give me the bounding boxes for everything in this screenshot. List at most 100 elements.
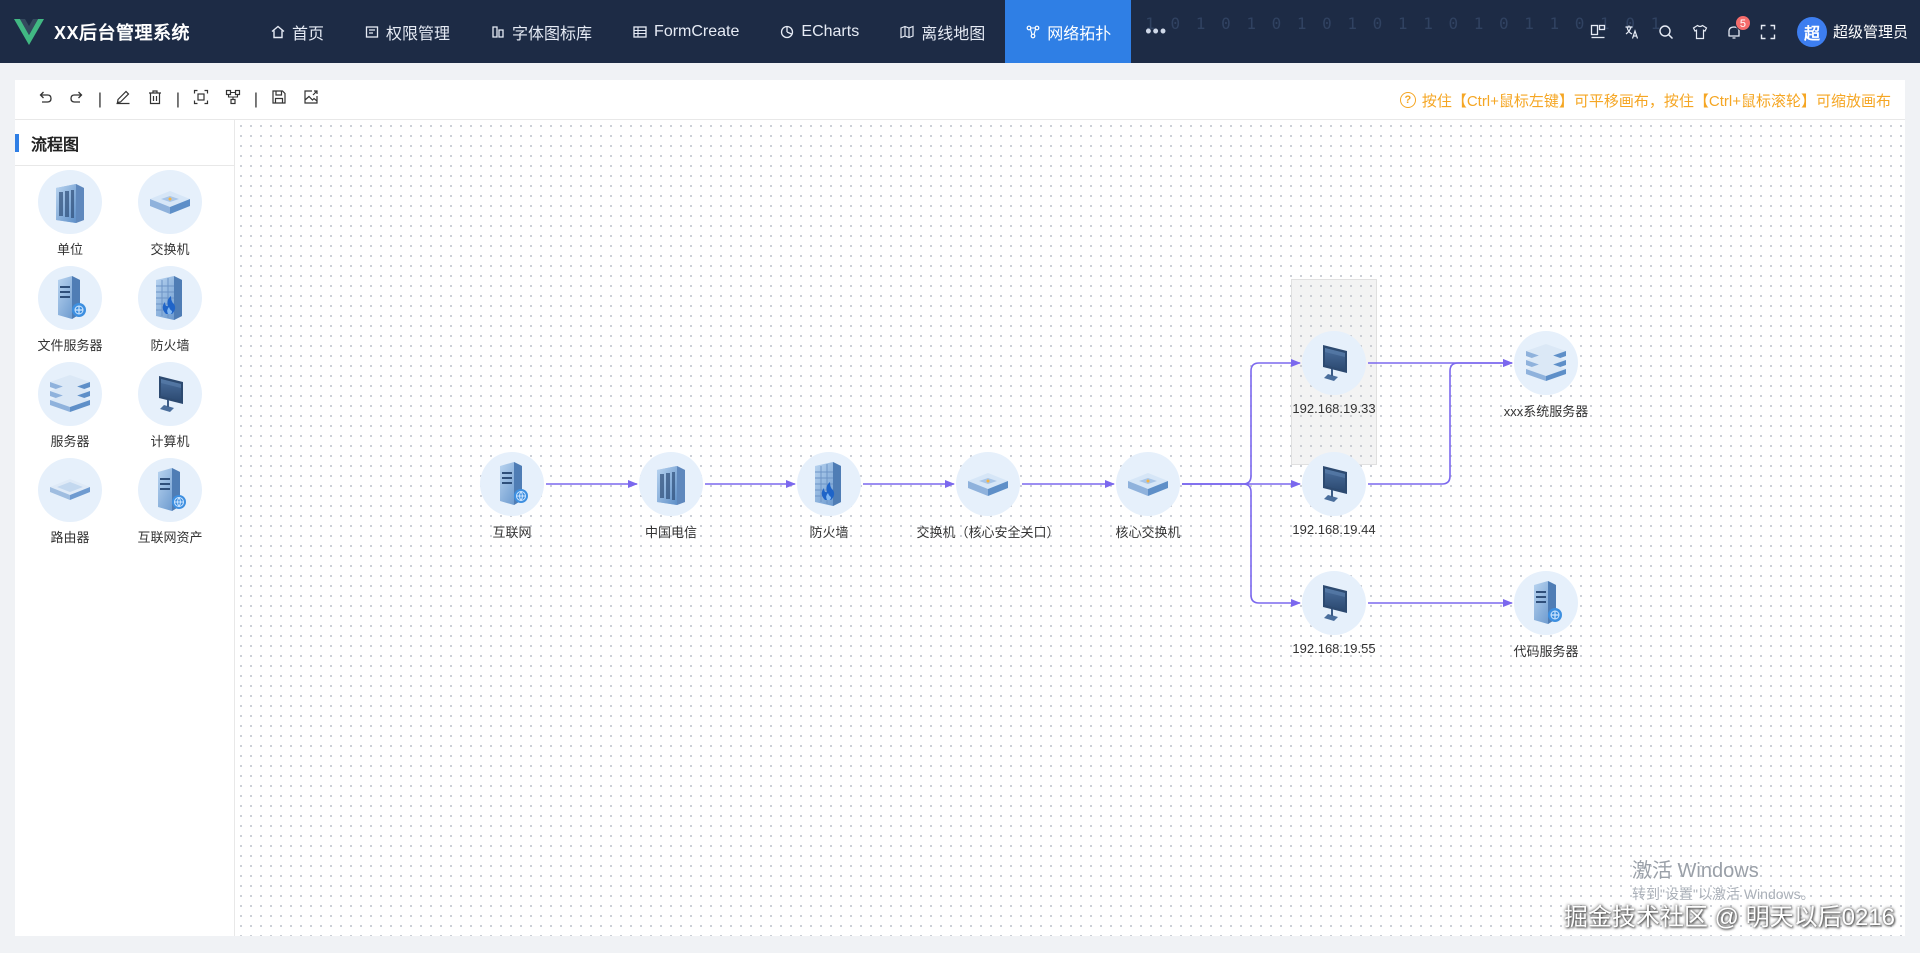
palette-item-computer[interactable]: 计算机: [115, 362, 225, 450]
switch-icon: [1116, 452, 1180, 516]
canvas-tip: ? 按住【Ctrl+鼠标左键】可平移画布，按住【Ctrl+鼠标滚轮】可缩放画布: [1399, 80, 1891, 120]
switch-icon: [956, 452, 1020, 516]
router-icon: [38, 458, 102, 522]
node-label: 192.168.19.33: [1292, 401, 1376, 416]
search-icon[interactable]: [1649, 15, 1683, 49]
toolbar-separator: |: [253, 90, 259, 108]
translate-icon[interactable]: [1615, 15, 1649, 49]
node-label: 192.168.19.55: [1292, 641, 1376, 656]
export-image-button[interactable]: [295, 84, 327, 116]
node-label: 防火墙: [809, 525, 849, 540]
palette-title: 流程图: [15, 120, 234, 166]
server-icon: [1514, 331, 1578, 395]
app-title: XX后台管理系统: [54, 22, 191, 43]
node-label: 代码服务器: [1513, 644, 1579, 659]
topology-node[interactable]: 防火墙: [729, 452, 929, 541]
computer-icon: [1302, 571, 1366, 635]
map-icon: [899, 24, 915, 40]
windows-activation-title: 激活 Windows: [1632, 860, 1759, 882]
firewall-icon: [797, 452, 861, 516]
image-icon: [303, 89, 319, 110]
edit-button[interactable]: [107, 84, 139, 116]
save-button[interactable]: [263, 84, 295, 116]
delete-button[interactable]: [139, 84, 171, 116]
nav-formcreate[interactable]: FormCreate: [612, 0, 759, 63]
node-label: 交换机（核心安全关口）: [916, 525, 1060, 540]
palette-item-switch[interactable]: 交换机: [115, 170, 225, 258]
switch-icon: [138, 170, 202, 234]
palette-item-internet-asset[interactable]: 互联网资产: [115, 458, 225, 546]
bell-icon[interactable]: 5: [1717, 14, 1751, 49]
avatar[interactable]: 超: [1796, 16, 1827, 47]
fit-view-icon: [193, 89, 209, 110]
palette-item-label: 文件服务器: [37, 338, 103, 353]
pencil-icon: [115, 89, 131, 110]
building-icon: [639, 452, 703, 516]
top-nav: 首页 权限管理 字体图标库 FormCreate ECharts 离线地图 网络…: [250, 0, 1181, 63]
topology-node[interactable]: 192.168.19.33: [1234, 331, 1434, 416]
username[interactable]: 超级管理员: [1832, 24, 1908, 41]
palette-item-label: 单位: [56, 242, 83, 257]
topology-node[interactable]: 中国电信: [571, 452, 771, 541]
header-decoration: 1 1 0 1 0 1 0 1 0 1 0 1 1 0 1 0 1 1 0 1 …: [1120, 14, 1664, 33]
tip-text: 按住【Ctrl+鼠标左键】可平移画布，按住【Ctrl+鼠标滚轮】可缩放画布: [1421, 92, 1891, 110]
font-icon: [490, 24, 506, 40]
internet-asset-icon: [480, 452, 544, 516]
edge-n7-n9[interactable]: [1368, 359, 1513, 485]
node-label: 192.168.19.44: [1292, 522, 1376, 537]
topology-node[interactable]: 核心交换机: [1048, 452, 1248, 541]
redo-button[interactable]: [61, 84, 93, 116]
nav-home[interactable]: 首页: [250, 0, 344, 63]
notification-badge: 5: [1734, 14, 1751, 31]
computer-icon: [1302, 331, 1366, 395]
topology-node[interactable]: 交换机（核心安全关口）: [888, 452, 1088, 541]
computer-icon: [138, 362, 202, 426]
nav-permission[interactable]: 权限管理: [344, 0, 470, 63]
fit-view-button[interactable]: [185, 84, 217, 116]
palette-item-router[interactable]: 路由器: [15, 458, 125, 546]
credit-watermark: 掘金技术社区 @ 明天以后0216: [1563, 904, 1895, 931]
node-label: xxx系统服务器: [1503, 404, 1589, 419]
question-icon: ?: [1399, 92, 1416, 108]
internet-asset-icon: [138, 458, 202, 522]
edge-n5-n8[interactable]: [1182, 483, 1301, 607]
palette-item-label: 互联网资产: [137, 530, 203, 545]
top-header: 1 1 0 1 0 1 0 1 0 1 0 1 1 0 1 0 1 1 0 1 …: [0, 0, 1920, 63]
palette-item-building[interactable]: 单位: [15, 170, 125, 258]
topology-node[interactable]: 192.168.19.55: [1234, 571, 1434, 656]
palette-item-firewall[interactable]: 防火墙: [115, 266, 225, 354]
node-label: 核心交换机: [1115, 525, 1181, 540]
palette-item-label: 防火墙: [150, 338, 190, 353]
fullscreen-icon[interactable]: [1751, 15, 1785, 49]
topology-node[interactable]: xxx系统服务器: [1446, 331, 1646, 420]
more-menu-button[interactable]: •••: [1145, 21, 1168, 41]
chart-icon: [779, 24, 795, 40]
nav-offline-map[interactable]: 离线地图: [879, 0, 1005, 63]
firewall-icon: [138, 266, 202, 330]
file-server-icon: [1514, 571, 1578, 635]
file-server-icon: [38, 266, 102, 330]
palette-item-label: 计算机: [150, 434, 190, 449]
layout-icon[interactable]: [1581, 15, 1615, 49]
nav-network-topology[interactable]: 网络拓扑: [1005, 0, 1132, 63]
topology-node[interactable]: 192.168.19.44: [1234, 452, 1434, 537]
topology-node[interactable]: 代码服务器: [1446, 571, 1646, 660]
redo-icon: [69, 89, 85, 110]
theme-shirt-icon[interactable]: [1683, 15, 1717, 49]
undo-icon: [37, 89, 53, 110]
server-icon: [38, 362, 102, 426]
nav-font-icons[interactable]: 字体图标库: [470, 0, 612, 63]
palette-item-server[interactable]: 服务器: [15, 362, 125, 450]
topology-node[interactable]: 互联网: [412, 452, 612, 541]
undo-button[interactable]: [29, 84, 61, 116]
topology-canvas[interactable]: 互联网中国电信 防火墙 交换机（核心安全关口） 核心交换机 192.168.19.33 1…: [236, 121, 1905, 936]
logo[interactable]: XX后台管理系统: [0, 18, 250, 45]
palette-item-label: 路由器: [50, 530, 90, 545]
toolbar-separator: |: [175, 90, 181, 108]
palette-item-file-server[interactable]: 文件服务器: [15, 266, 125, 354]
nav-echarts[interactable]: ECharts: [759, 0, 879, 63]
nav-label: FormCreate: [654, 22, 740, 40]
header-toolbar: 5 超 超级管理员: [1581, 0, 1908, 63]
auto-layout-button[interactable]: [217, 84, 249, 116]
node-label: 中国电信: [644, 525, 697, 540]
